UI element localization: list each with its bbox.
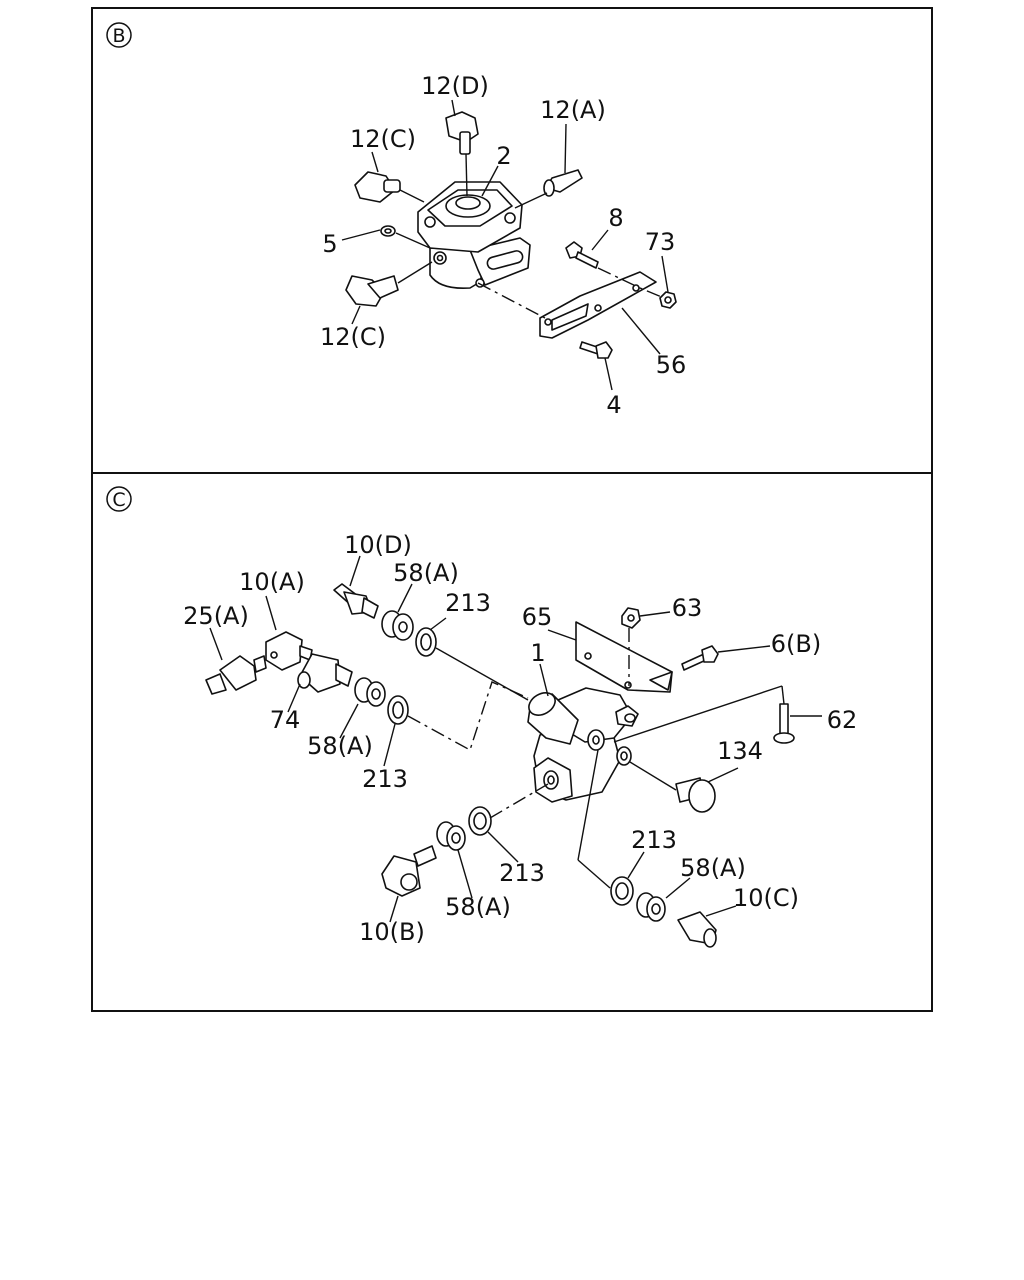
- nut-73: [659, 291, 677, 309]
- centerline-b-2: [597, 267, 665, 299]
- label-8: 8: [608, 204, 623, 232]
- label-73: 73: [645, 228, 676, 256]
- oring-213-2: [387, 695, 409, 725]
- washer-5: [380, 225, 431, 249]
- oring-213-1: [415, 627, 437, 657]
- label-56: 56: [656, 351, 687, 379]
- label-58a-2: 58(A): [307, 732, 373, 760]
- label-6b: 6(B): [771, 630, 821, 658]
- bolt-62: [773, 703, 795, 744]
- centerlines-c: [407, 628, 785, 889]
- label-134: 134: [717, 737, 763, 765]
- label-213-3: 213: [499, 859, 545, 887]
- leaders-b: [341, 99, 669, 391]
- bracket-65: [575, 621, 673, 693]
- elbow-fitting-12d: [445, 111, 479, 197]
- plug-134: [675, 777, 716, 813]
- label-58a-1: 58(A): [393, 559, 459, 587]
- label-213-4: 213: [631, 826, 677, 854]
- block-fitting-10a: [265, 631, 313, 671]
- bracket-56: [539, 271, 657, 339]
- valve-body-1: [527, 687, 639, 803]
- label-213-1: 213: [445, 589, 491, 617]
- label-5: 5: [322, 230, 337, 258]
- elbow-fitting-12c-bottom: [345, 261, 433, 307]
- elbow-74: [297, 653, 353, 693]
- label-12c-top: 12(C): [350, 125, 416, 153]
- panel-b-marker: B: [106, 22, 132, 48]
- fitting-10d: [333, 583, 379, 619]
- label-10c: 10(C): [733, 884, 799, 912]
- panel-b: B: [91, 7, 933, 474]
- oring-213-4: [610, 876, 634, 906]
- adapter-58a-3: [436, 821, 466, 851]
- label-4: 4: [606, 391, 621, 419]
- panel-c-marker: C: [106, 486, 132, 512]
- label-63: 63: [672, 594, 703, 622]
- elbow-fitting-12c-top: [354, 171, 425, 203]
- fitting-10c: [677, 911, 717, 948]
- label-74: 74: [270, 706, 301, 734]
- label-2: 2: [496, 142, 511, 170]
- adapter-58a-1: [381, 610, 414, 641]
- label-10d: 10(D): [344, 531, 412, 559]
- label-62: 62: [827, 706, 858, 734]
- relay-valve: [417, 181, 531, 290]
- bolt-4: [579, 341, 613, 359]
- label-213-2: 213: [362, 765, 408, 793]
- panel-c: C: [91, 472, 933, 1012]
- label-25a: 25(A): [183, 602, 249, 630]
- svg-text:C: C: [112, 489, 125, 511]
- elbow-10b: [381, 845, 437, 897]
- nut-63: [621, 607, 641, 629]
- label-12a: 12(A): [540, 96, 606, 124]
- sensor-25a: [205, 655, 267, 695]
- label-58a-3: 58(A): [445, 893, 511, 921]
- label-12c-bottom: 12(C): [320, 323, 386, 351]
- label-12d: 12(D): [421, 72, 489, 100]
- oring-213-3: [468, 806, 492, 836]
- label-1: 1: [530, 639, 545, 667]
- leaders-c: [209, 555, 822, 923]
- bolt-6b: [681, 645, 719, 671]
- svg-text:B: B: [112, 25, 125, 47]
- label-10a: 10(A): [239, 568, 305, 596]
- label-58a-4: 58(A): [680, 854, 746, 882]
- centerline-b-1: [477, 282, 546, 319]
- label-10b: 10(B): [359, 918, 425, 946]
- adapter-58a-4: [636, 892, 666, 922]
- label-65: 65: [522, 603, 553, 631]
- panel-c-frame: [91, 472, 933, 1012]
- fitting-12a: [514, 169, 583, 209]
- adapter-58a-2: [354, 677, 386, 707]
- bolt-8: [565, 241, 599, 269]
